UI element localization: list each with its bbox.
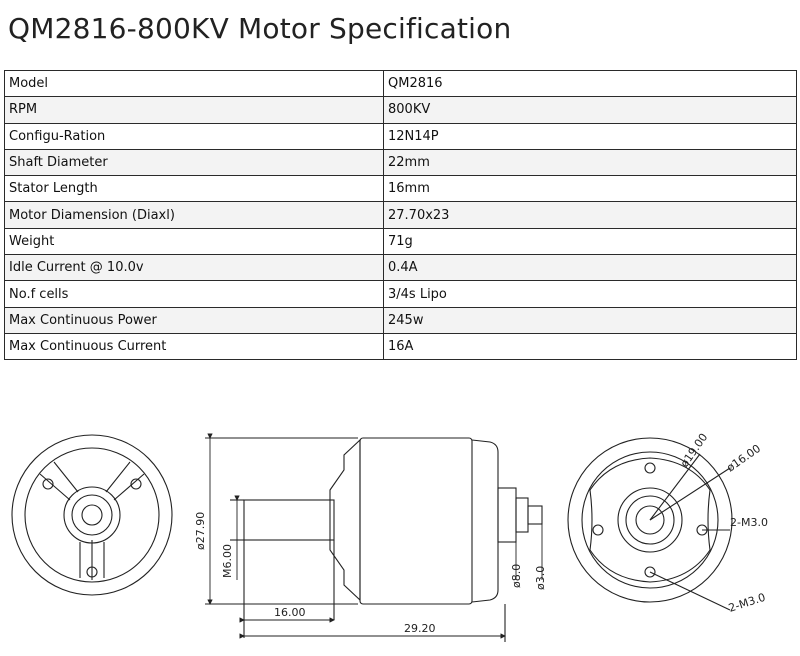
spec-value: 3/4s Lipo [383, 280, 797, 308]
dim-thread-label: M6.00 [221, 544, 234, 578]
table-row: Motor Diamension (Diaxl)27.70x23 [4, 201, 797, 229]
front-view-drawing [11, 434, 173, 596]
dim-shaft-label: ø3.0 [534, 566, 547, 590]
dim-holes-b-label: 2-M3.0 [727, 591, 767, 615]
spec-label: Max Continuous Power [4, 306, 384, 334]
spec-value: 71g [383, 227, 797, 256]
spec-label: Motor Diamension (Diaxl) [4, 201, 384, 229]
spec-value: 27.70x23 [383, 201, 797, 229]
spec-value: 0.4A [383, 254, 797, 282]
spec-value: 16A [383, 332, 797, 361]
spec-label: Idle Current @ 10.0v [4, 254, 384, 282]
spec-label: Weight [4, 227, 384, 256]
spec-label: Shaft Diameter [4, 148, 384, 177]
dimension-lines [207, 433, 543, 639]
spec-value: 12N14P [383, 122, 797, 150]
technical-drawing: ø27.90 M6.00 16.00 29.20 ø8.0 ø3.0 ø19.0… [11, 431, 768, 642]
rear-view-drawing [567, 437, 733, 611]
dim-boss-label: ø8.0 [510, 564, 523, 588]
side-view-drawing [205, 437, 543, 642]
spec-value: QM2816 [383, 69, 797, 98]
spec-value: 245w [383, 306, 797, 334]
spec-label: Stator Length [4, 175, 384, 203]
spec-label: Configu-Ration [4, 122, 384, 150]
spec-label: No.f cells [4, 280, 384, 308]
dim-holes-a-label: 2-M3.0 [730, 516, 768, 529]
dim-inner-circle-label: ø16.00 [724, 442, 763, 475]
spec-value: 800KV [383, 96, 797, 124]
dim-outer-circle-label: ø19.00 [678, 431, 711, 470]
spec-value: 16mm [383, 175, 797, 203]
dim-shaft-length-label: 16.00 [274, 606, 306, 619]
spec-value: 22mm [383, 148, 797, 177]
spec-label: Model [4, 69, 384, 98]
dim-total-length-label: 29.20 [404, 622, 436, 635]
page-title: QM2816-800KV Motor Specification [8, 12, 512, 45]
spec-label: Max Continuous Current [4, 332, 384, 361]
dim-diameter-label: ø27.90 [194, 512, 207, 550]
spec-label: RPM [4, 96, 384, 124]
